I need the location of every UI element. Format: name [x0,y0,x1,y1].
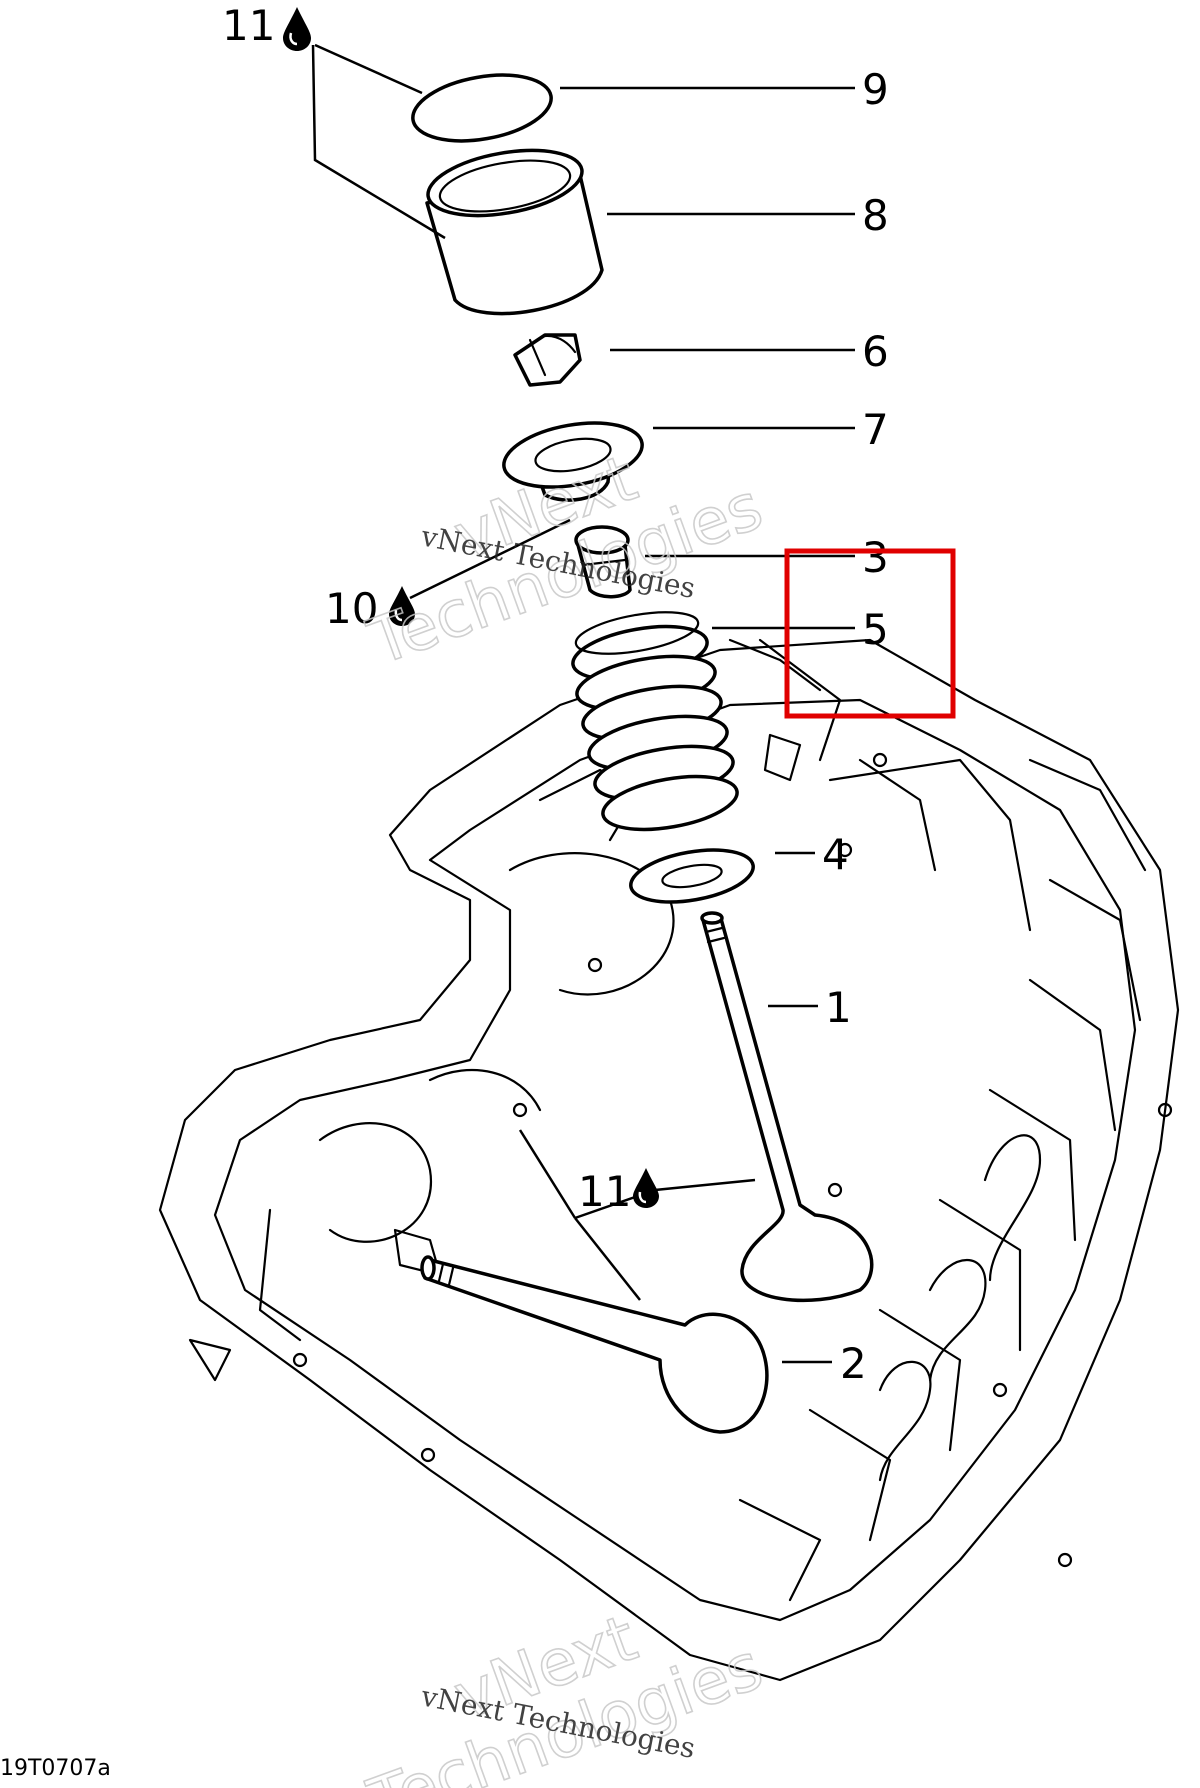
callout-6: 6 [862,327,889,376]
cylinder-head [158,638,1180,1682]
part-9-shim [411,73,553,143]
oil-drop-icon [283,7,311,51]
highlight-box-callout-5 [784,548,956,719]
oil-drop-icon [633,1168,659,1208]
oil-drop-icon [389,586,415,626]
watermark-top: vNext Technologies vNext Technologies [358,441,772,681]
callouts: 11 9 8 6 7 3 10 5 4 1 11 2 [222,1,889,1388]
callout-5: 5 [862,605,889,654]
callout-8: 8 [862,191,889,240]
drawing-reference-number: 19T0707a [0,1756,111,1781]
callout-9: 9 [862,65,889,114]
callout-1: 1 [825,983,852,1032]
callout-10: 10 [325,584,378,633]
part-2-exhaust-valve [420,1255,769,1434]
part-6-valve-keeper [513,333,582,387]
part-4-spring-seat [629,848,755,904]
callout-7: 7 [862,405,889,454]
part-8-tappet [425,148,604,316]
callout-11-mid: 11 [578,1167,631,1216]
part-1-intake-valve [700,911,874,1303]
watermark-bottom: vNext Technologies vNext Technologies [358,1601,772,1788]
leader-lines [311,43,855,1364]
part-7-spring-retainer [502,421,644,502]
callout-4: 4 [822,830,849,879]
callout-11-top: 11 [222,1,275,50]
callout-3: 3 [862,533,889,582]
part-5-valve-spring [571,611,739,832]
callout-2: 2 [840,1339,867,1388]
part-3-valve-stem-seal [574,525,632,599]
